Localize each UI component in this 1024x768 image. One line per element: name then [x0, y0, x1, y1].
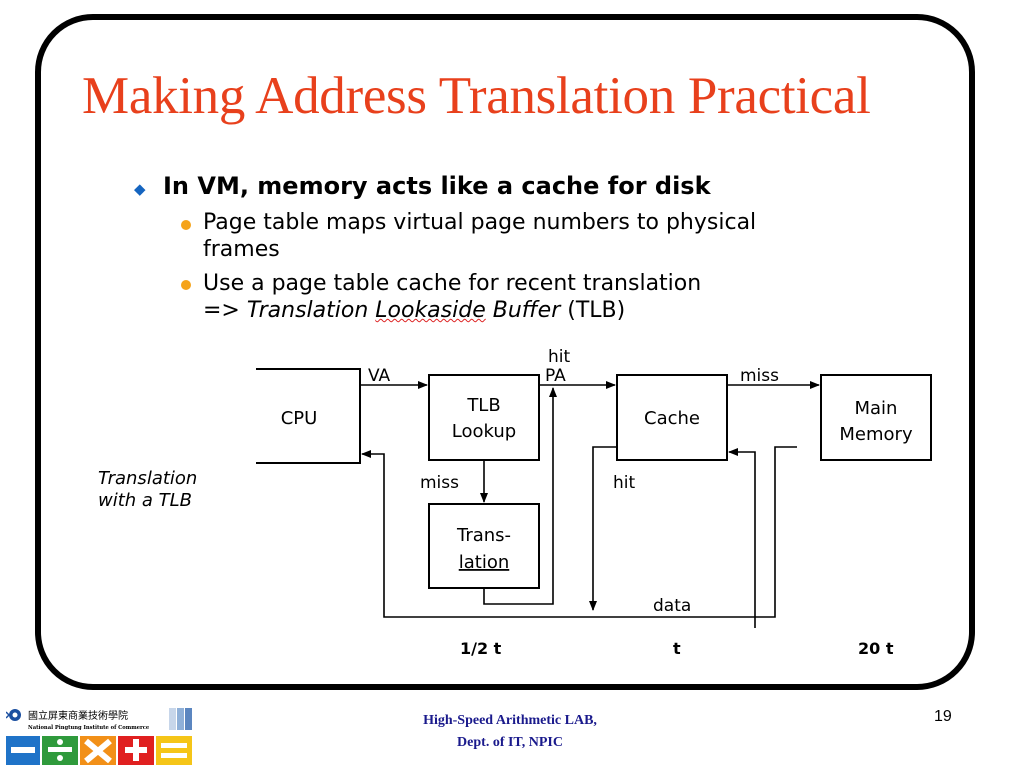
- data-label: data: [653, 596, 691, 616]
- cache-box: [616, 374, 728, 461]
- cache-hit-label: hit: [613, 473, 635, 493]
- sub-bullet-2-line1: Use a page table cache for recent transl…: [203, 271, 702, 296]
- footer-line1: High-Speed Arithmetic LAB,: [423, 713, 597, 728]
- sub-bullet-dot-icon: [181, 280, 191, 290]
- tlb-lookup-box: [428, 374, 540, 461]
- time-label-cache: t: [673, 639, 681, 658]
- logo-subtext: National Pingtung Institute of Commerce: [28, 725, 150, 731]
- diamond-bullet-icon: ◆: [134, 180, 146, 198]
- caption-line2: with a TLB: [98, 490, 192, 511]
- time-label-memory: 20 t: [858, 639, 894, 658]
- pa-label: PA: [545, 366, 566, 386]
- data-return-arrow: [361, 446, 797, 618]
- sub-bullet-1-line1: Page table maps virtual page numbers to …: [203, 210, 757, 235]
- math-symbols-icon: [6, 736, 192, 765]
- sub-bullet-2-line2: => Translation Lookaside Buffer (TLB): [203, 297, 625, 324]
- tlb-label-line2: Lookup: [452, 421, 516, 442]
- tlb-prefix: =>: [203, 298, 247, 323]
- va-label: VA: [368, 366, 391, 386]
- tlb-term-part1: Translation: [246, 298, 376, 323]
- cache-hit-arrow: [589, 446, 617, 611]
- translation-box: [428, 503, 540, 589]
- translation-label-line1: Trans-: [456, 525, 511, 546]
- cpu-box: [256, 368, 361, 464]
- cache-label: Cache: [644, 408, 700, 429]
- memory-label-line1: Main: [855, 398, 898, 419]
- tlb-label-line1: TLB: [466, 395, 500, 416]
- sub-bullet-dot-icon: [181, 220, 191, 230]
- sub-bullet-1-line2: frames: [203, 237, 280, 262]
- translation-label-line2: lation: [459, 552, 510, 573]
- slide-title: Making Address Translation Practical: [82, 67, 871, 125]
- memory-label-line2: Memory: [839, 424, 913, 445]
- hit-label: hit: [548, 347, 570, 367]
- memory-fill-arrow: [728, 448, 756, 628]
- page-number: 19: [934, 708, 952, 725]
- caption-line1: Translation: [98, 468, 197, 489]
- logo-emblem-icon: [6, 709, 21, 721]
- time-label-tlb: 1/2 t: [460, 639, 502, 658]
- institute-logo: 國立屏東商業技術學院 National Pingtung Institute o…: [6, 708, 192, 765]
- cpu-label: CPU: [281, 408, 318, 429]
- slide-frame: [35, 14, 975, 690]
- main-memory-box: [820, 374, 932, 461]
- footer-credit: High-Speed Arithmetic LAB, Dept. of IT, …: [330, 710, 690, 754]
- translation-result-arrow: [483, 387, 557, 605]
- cache-miss-label: miss: [740, 366, 779, 386]
- logo-text: 國立屏東商業技術學院: [28, 709, 128, 722]
- bullet-main: In VM, memory acts like a cache for disk: [163, 172, 711, 200]
- tlb-term-part2: Buffer: [485, 298, 561, 323]
- tlb-term-lookaside: Lookaside: [375, 298, 486, 323]
- footer-line2: Dept. of IT, NPIC: [457, 735, 563, 750]
- tlb-abbrev: (TLB): [560, 298, 626, 323]
- tlb-miss-label: miss: [420, 473, 459, 493]
